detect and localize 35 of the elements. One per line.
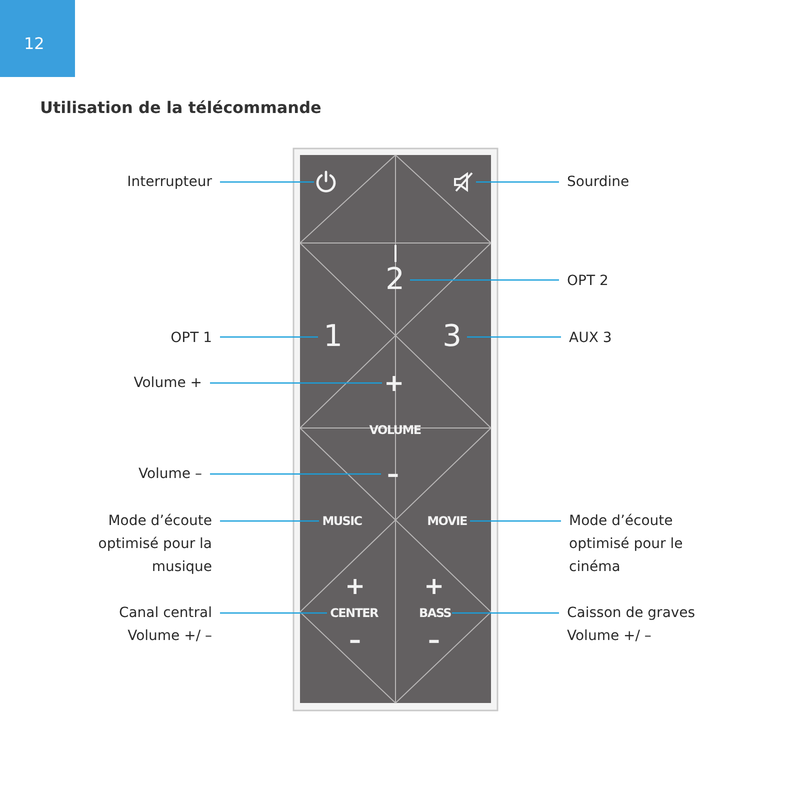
leader-line <box>410 279 559 281</box>
button-label: CENTER <box>327 606 381 620</box>
leader-line <box>470 520 561 522</box>
callout-label: Canal central Volume +/ – <box>90 602 220 648</box>
button-symbol: + <box>422 574 446 598</box>
callout-label: Mode d’écoute optimisé pour la musique <box>90 510 220 579</box>
callout-label: Volume + <box>100 372 210 395</box>
page-number: 12 <box>24 34 44 54</box>
leader-line <box>220 612 327 614</box>
button-symbol: – <box>348 628 362 652</box>
callout-label: Interrupteur <box>100 171 220 194</box>
button-label: BASS <box>418 606 452 620</box>
leader-line <box>210 382 382 384</box>
callout-label: Volume – <box>100 463 210 486</box>
leader-line <box>220 520 319 522</box>
callout-label: Mode d’écoute optimisé pour le cinéma <box>561 510 691 579</box>
button-number: 1 <box>318 321 348 353</box>
leader-line <box>467 336 561 338</box>
callout-label: OPT 1 <box>100 327 220 350</box>
leader-line <box>220 181 314 183</box>
callout-label: AUX 3 <box>561 327 681 350</box>
leader-line <box>210 473 381 475</box>
callout-label: Caisson de graves Volume +/ – <box>559 602 709 648</box>
callout-label: Sourdine <box>559 171 679 194</box>
button-symbol: – <box>427 628 441 652</box>
leader-line <box>220 336 318 338</box>
button-label: MUSIC <box>319 514 365 528</box>
leader-line <box>452 612 559 614</box>
power-icon <box>314 170 338 194</box>
leader-line <box>476 181 559 183</box>
button-label: MOVIE <box>424 514 470 528</box>
button-number: 3 <box>437 321 467 353</box>
callout-label: OPT 2 <box>559 270 679 293</box>
title: Utilisation de la télécommande <box>40 98 322 118</box>
button-symbol: + <box>344 574 366 598</box>
